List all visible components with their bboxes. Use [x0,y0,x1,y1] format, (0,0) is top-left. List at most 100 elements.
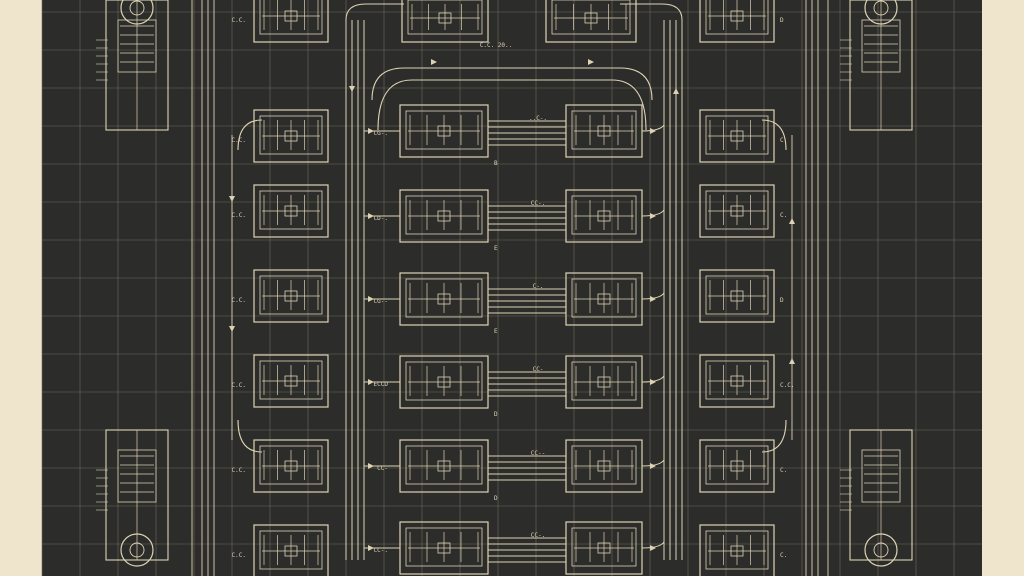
side-unit-left [253,439,329,493]
corner-assembly-top-left [96,0,169,131]
side-label: C. [780,212,787,219]
unit-inner [705,190,769,230]
unit-core [284,375,298,387]
right-module [565,355,643,409]
corner-assembly-top-right [840,0,913,131]
unit-core [437,125,451,137]
side-unit-right [699,354,775,408]
unit-inner [571,278,637,318]
side-label: C.C. [232,137,246,144]
side-label: C. [780,467,787,474]
unit-frame [565,521,643,575]
module-tag: D [494,411,498,418]
unit-frame [253,439,329,493]
unit-inner [405,278,483,318]
corner-assemblies [96,0,913,567]
unit-core [284,130,298,142]
blueprint-sheet [42,0,982,576]
side-label: D [780,17,784,24]
link-label: CC- [533,366,544,373]
unit-frame [699,354,775,408]
side-label: C.C. [232,382,246,389]
side-loop-route [237,119,263,151]
unit-inner [259,445,323,485]
flow-arrow [789,218,795,224]
unit-frame [253,524,329,576]
unit-inner [571,110,637,150]
flow-arrow [368,379,374,385]
unit-frame [399,189,489,243]
unit-inner [405,445,483,485]
unit-inner [705,360,769,400]
center-row: CC-.CD-.E [368,189,656,252]
module-label: CC-. [374,547,388,554]
unit-core [597,125,611,137]
unit-frame [699,269,775,323]
flow-arrow [588,59,594,65]
exit-route [641,209,665,217]
right-module [565,272,643,326]
left-module [399,189,489,243]
unit-frame [699,524,775,576]
side-label: C.C. [780,382,794,389]
side-unit-left [253,184,329,238]
side-unit-left [253,0,329,43]
flow-arrow [229,196,235,202]
flow-arrow [673,88,679,94]
unit-frame [399,104,489,158]
left-module [399,439,489,493]
flow-arrow [650,128,656,134]
unit-inner [705,115,769,155]
flow-arrow [229,326,235,332]
left-module [399,104,489,158]
unit-frame [253,354,329,408]
module-label: CC- [377,465,388,472]
link-label: CC-. [531,200,545,207]
wheel-hub [129,0,145,16]
side-unit-left [253,524,329,576]
unit-frame [545,0,637,43]
exit-route [641,541,665,549]
unit-core [284,545,298,557]
unit-inner [405,195,483,235]
exit-route [641,292,665,300]
unit-frame [253,0,329,43]
unit-inner [259,0,323,35]
loop-route [345,3,404,21]
flow-arrow [650,545,656,551]
flow-arrow [368,296,374,302]
flow-arrow [368,128,374,134]
unit-core [730,130,744,142]
exit-route [641,459,665,467]
flow-arrow [368,463,374,469]
unit-core [437,542,451,554]
unit-core [597,376,611,388]
unit-inner [705,530,769,570]
unit-core [730,290,744,302]
center-row: CC--CC-D [368,439,656,502]
side-label: C.C. [232,552,246,559]
unit-core [597,460,611,472]
link-label: ..C-. [529,115,547,122]
unit-core [437,376,451,388]
unit-frame [399,521,489,575]
center-row: C-.CG--E [368,272,656,335]
vertical-frame-lines [191,0,829,576]
unit-frame [699,184,775,238]
corner-assembly-bottom-left [96,429,169,567]
unit-inner [405,110,483,150]
right-module [565,189,643,243]
unit-core [584,12,598,24]
module-label: ECCD [374,381,389,388]
side-label: C. [780,137,787,144]
module-label: CG-. [374,130,388,137]
top-caption: C.C. 20.. [480,42,513,49]
side-label: C.C. [232,297,246,304]
side-label: D [780,297,784,304]
unit-frame [565,272,643,326]
wheel-outline [864,0,898,25]
unit-inner [705,275,769,315]
center-row: ..C-.CG-.B [368,104,656,167]
side-label: C.C. [232,212,246,219]
